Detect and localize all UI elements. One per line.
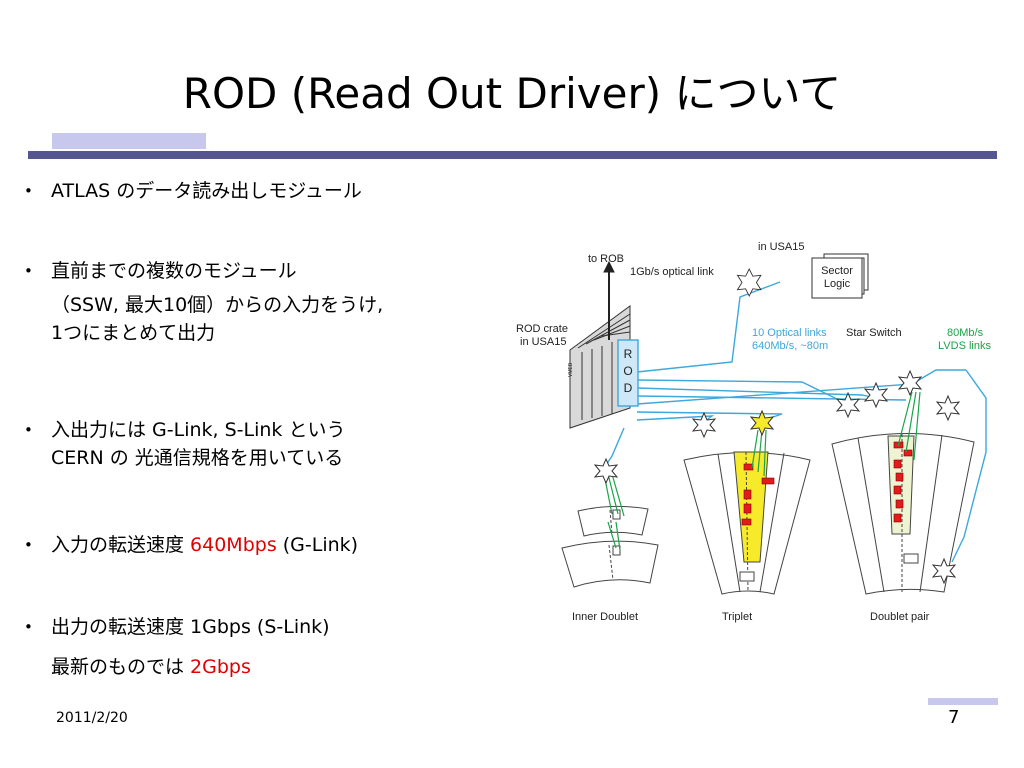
bullet-text-part: 入力の転送速度 [51,534,191,556]
footer-date: 2011/2/20 [56,710,128,726]
label-optical-link: 1Gb/s optical link [630,266,714,278]
bullet-text: 入力の転送速度 640Mbps (G-Link) [51,532,501,558]
label-rod-crate-location: in USA15 [520,336,566,348]
bullet-text-part: 最新のものでは [51,656,191,678]
rod-system-diagram: to ROB 1Gb/s optical link ROD crate in U… [512,232,1012,627]
bullet-dot: • [24,182,33,200]
page-number: 7 [948,707,960,728]
rod-crate [569,305,639,429]
label-logic: Logic [824,278,851,290]
label-lvds-links: LVDS links [938,340,991,352]
slide-title: ROD (Read Out Driver) について [182,69,842,118]
highlight-value: 2Gbps [190,656,251,678]
bullet-text: 1つにまとめて出力 [51,322,216,344]
bullet-dot: • [24,262,33,280]
label-opt-links-speed: 640Mb/s, ~80m [752,340,828,352]
bullet-text: 入出力には G-Link, S-Link という [51,419,346,441]
bullet-text-part: (G-Link) [276,534,359,556]
label-opt-links: 10 Optical links [752,327,827,339]
doublet-pair-sectors [831,432,975,595]
label-sector: Sector [821,265,853,277]
bullet-text: （SSW, 最大10個）からの入力をうけ, [51,294,384,316]
bullet-text: CERN の 光通信規格を用いている [51,447,344,469]
triplet-sector [683,451,811,595]
label-in-usa15: in USA15 [758,241,804,253]
bullet-text: 直前までの複数のモジュール [51,260,297,282]
diagram-labels: to ROB 1Gb/s optical link ROD crate in U… [516,241,991,623]
label-to-rob: to ROB [588,253,624,265]
label-rod-r: R [624,347,633,361]
bullet-text: 出力の転送速度 1Gbps (S-Link) [51,616,330,638]
label-rod-o: O [623,364,632,378]
star-switch-icons [593,267,961,585]
to-rob-arrow [603,260,615,340]
highlight-value: 640Mbps [190,534,277,556]
label-lvds-speed: 80Mb/s [947,327,984,339]
label-inner-doublet: Inner Doublet [572,611,638,623]
bullet-dot: • [24,421,33,439]
bullet-text: 最新のものでは 2Gbps [51,654,501,680]
rod-diagram-svg: to ROB 1Gb/s optical link ROD crate in U… [516,241,991,623]
title-rule [28,151,997,159]
label-rod-d: D [624,381,633,395]
bullet-text: ATLAS のデータ読み出しモジュール [51,180,362,202]
bullet-dot: • [24,618,33,636]
footer-accent-bar [928,698,998,705]
label-vmeb: VMEB [568,362,574,377]
label-rod-crate: ROD crate [516,323,568,335]
label-star-switch: Star Switch [846,327,902,339]
bullet-dot: • [24,536,33,554]
label-triplet: Triplet [722,611,752,623]
inner-doublet-sectors [561,505,659,588]
title-accent-bar [52,133,206,149]
sector-logic-boxes [811,253,869,299]
label-doublet-pair: Doublet pair [870,611,930,623]
